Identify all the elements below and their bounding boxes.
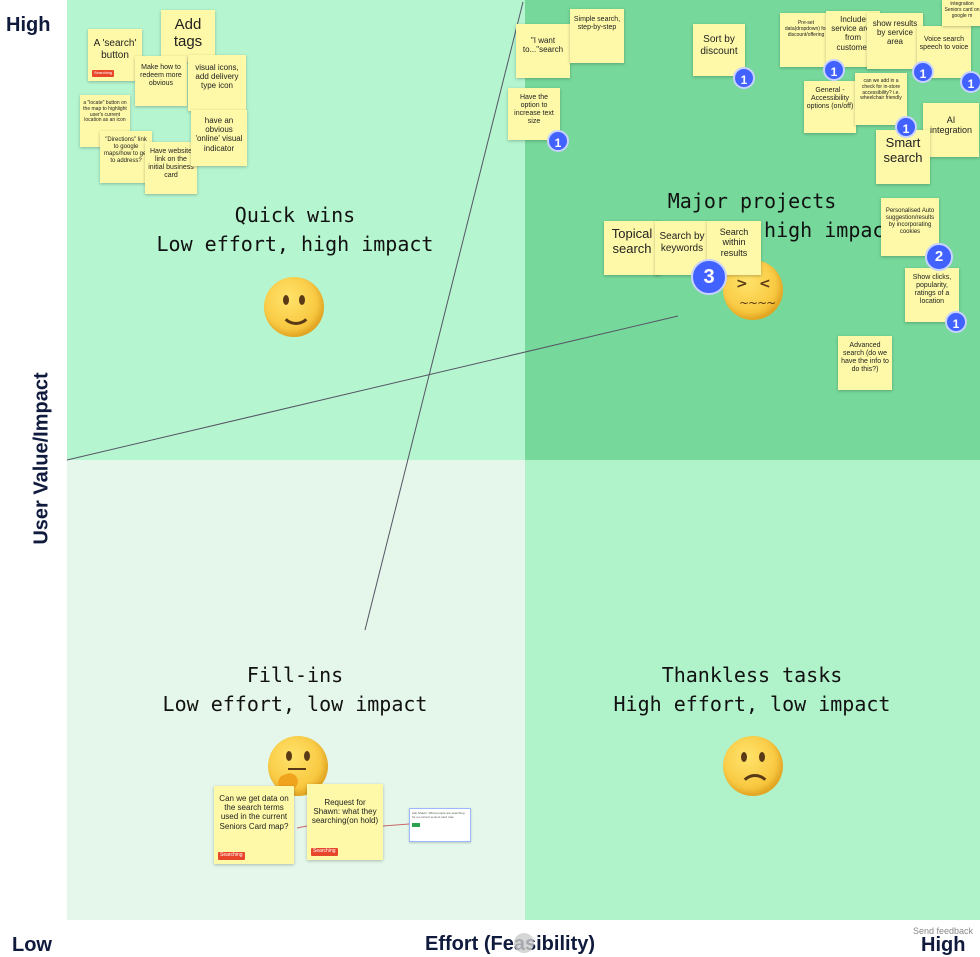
sticky-note[interactable]: Smart search <box>876 130 930 184</box>
sticky-note[interactable]: can we add in a check for in-store acces… <box>855 73 907 125</box>
connector-line[interactable] <box>364 1 524 631</box>
sticky-note[interactable]: Can we get data on the search terms used… <box>214 786 294 864</box>
sticky-note[interactable]: Pre-set data(dropdown) for discount/offe… <box>780 13 832 67</box>
x-axis-label: Effort (Feasibility) <box>425 933 596 955</box>
sticky-note[interactable]: Request for Shawn: what they searching(o… <box>307 784 383 860</box>
fill-ins-title: Fill-ins Low effort, low impact <box>162 663 428 716</box>
sticky-note[interactable]: Make how to redeem more obvious <box>135 56 187 106</box>
thankless-tasks-title: Thankless tasks High effort, low impact <box>613 663 891 716</box>
slightly-smiling-face-icon <box>264 277 324 337</box>
vote-badge: 1 <box>960 71 980 93</box>
sticky-note[interactable]: Have website link on the initial busines… <box>145 142 197 194</box>
scroll-handle[interactable] <box>514 933 534 953</box>
y-axis-high-label: High <box>6 14 51 36</box>
vote-badge: 1 <box>895 116 917 138</box>
tag: Searching <box>218 852 245 860</box>
vote-badge: 3 <box>691 259 727 295</box>
connector-line[interactable] <box>66 315 679 461</box>
vote-badge: 1 <box>547 130 569 152</box>
x-axis-high-label: High <box>921 934 966 956</box>
confounded-face-icon: > < ~~~~ <box>723 260 783 320</box>
y-axis-label: User Value/Impact <box>30 372 53 545</box>
sticky-note[interactable]: AI integration <box>923 103 979 157</box>
vote-badge: 1 <box>945 311 967 333</box>
sticky-note[interactable]: "Directions" link to google maps/how to … <box>100 131 152 183</box>
quadrant-thankless-tasks <box>525 460 980 920</box>
sticky-note[interactable]: Topical search <box>604 221 660 275</box>
sticky-note[interactable]: Personalised Auto suggestion/results by … <box>881 198 939 256</box>
sticky-note[interactable]: have an obvious 'online' visual indicato… <box>191 110 247 166</box>
tag: Searching <box>92 70 115 77</box>
sticky-note[interactable]: Advanced search (do we have the info to … <box>838 336 892 390</box>
sticky-note[interactable]: Simple search, step-by-step <box>570 9 624 63</box>
sticky-note[interactable]: visual icons, add delivery type icon <box>188 55 246 111</box>
sticky-note[interactable]: Sort by discount <box>693 24 745 76</box>
x-axis-low-label: Low <box>12 934 52 956</box>
vote-badge: 1 <box>823 59 845 81</box>
card[interactable]: Ask Shawn: What people are searching for… <box>409 808 471 842</box>
quadrant-fill-ins <box>67 460 525 920</box>
frowning-face-icon <box>723 736 783 796</box>
connector-line[interactable] <box>382 823 410 827</box>
sticky-note[interactable]: General - Accessibility options (on/off) <box>804 81 856 133</box>
sticky-note[interactable]: show results by service area <box>867 13 923 69</box>
connector-line[interactable] <box>296 825 308 829</box>
sticky-note[interactable]: "I want to..."search <box>516 24 570 78</box>
vote-badge: 1 <box>733 67 755 89</box>
quick-wins-title: Quick wins Low effort, high impact <box>156 203 434 256</box>
vote-badge: 1 <box>912 61 934 83</box>
send-feedback-link[interactable]: Send feedback <box>913 926 974 936</box>
sticky-note[interactable]: integration Seniors card on google m <box>942 0 980 26</box>
tag: Searching <box>311 848 338 856</box>
vote-badge: 2 <box>925 243 953 271</box>
sticky-note[interactable]: Add tags <box>161 10 215 62</box>
